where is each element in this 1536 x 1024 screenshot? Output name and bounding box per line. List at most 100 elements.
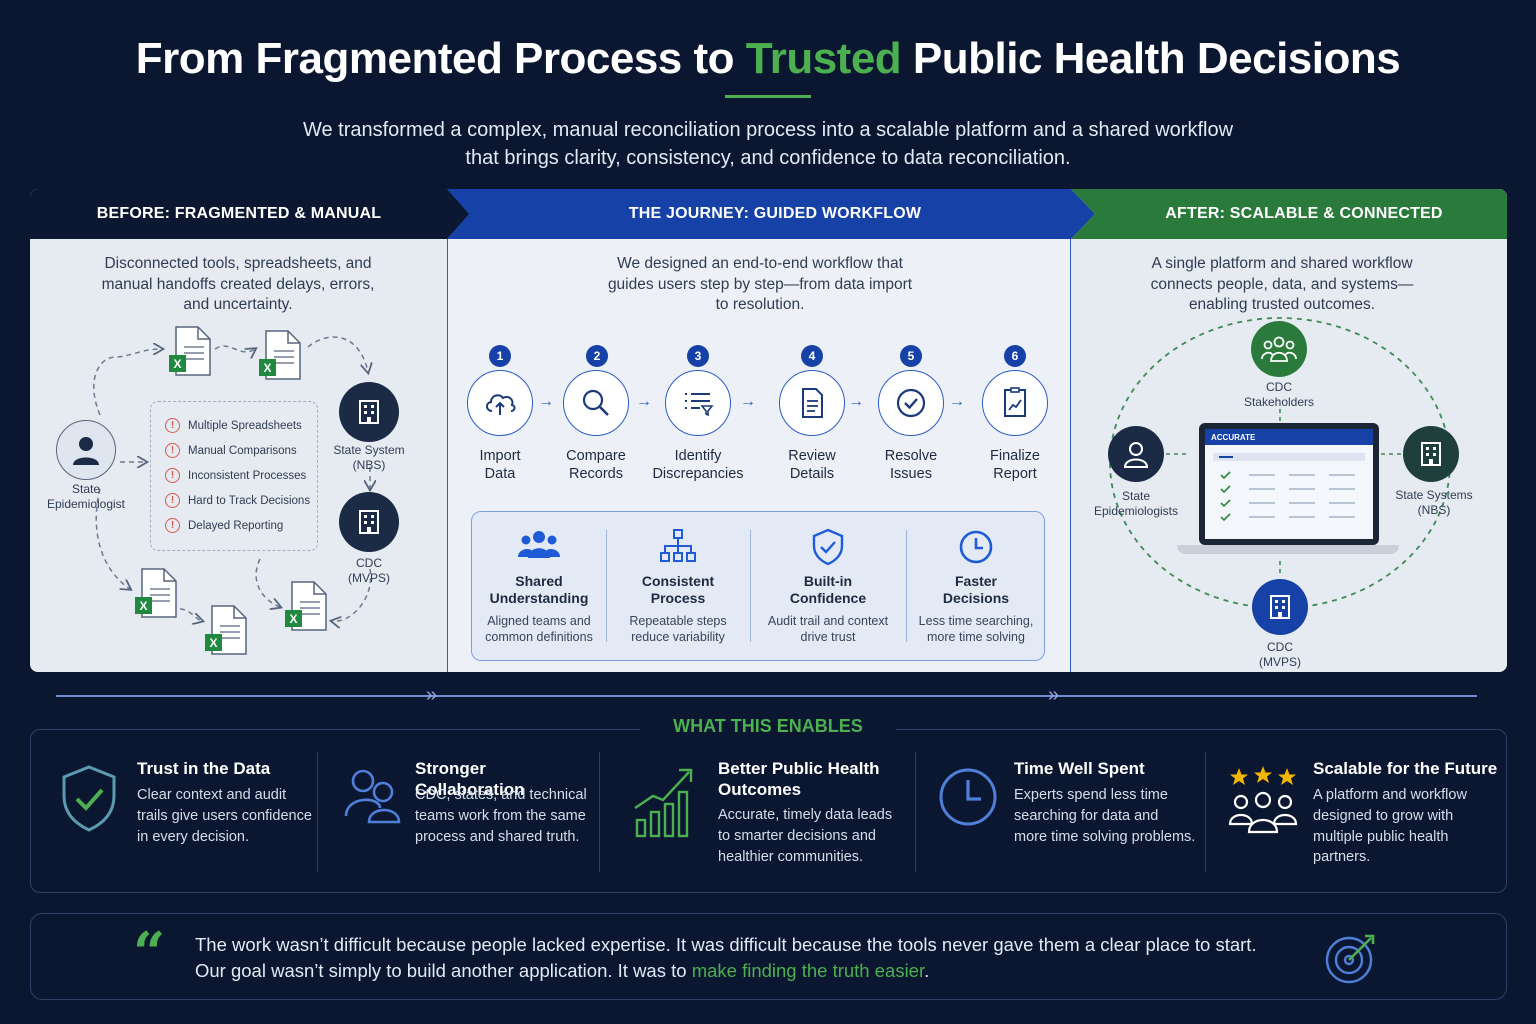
magnifier-icon [582, 389, 609, 416]
clock-icon [959, 530, 993, 564]
filter-list-icon [685, 393, 714, 417]
target-icon [1325, 934, 1375, 984]
flow-divider-line [56, 695, 1477, 697]
step-finalize-report[interactable] [982, 370, 1048, 436]
enable-scalable-future: Scalable for the Future A platform and w… [1205, 730, 1507, 894]
state-systems-node [1403, 426, 1459, 482]
enables-heading: WHAT THIS ENABLES [640, 716, 896, 737]
cloud-upload-icon [486, 394, 516, 415]
person-icon [1123, 442, 1149, 468]
app-titlebar: ACCURATE [1205, 429, 1373, 445]
double-chevron-icon: » [426, 684, 437, 706]
accurate-app-laptop: ACCURATE [1177, 423, 1415, 558]
svg-text:X: X [173, 357, 181, 371]
page-title: From Fragmented Process to Trusted Publi… [135, 34, 1401, 83]
issues-box: !Multiple Spreadsheets !Manual Compariso… [150, 401, 318, 551]
enable-trust-in-data: Trust in the Data Clear context and audi… [31, 730, 317, 894]
divider [606, 530, 607, 642]
arrow-right-icon: → [740, 393, 756, 410]
step-number: 1 [489, 345, 511, 367]
building-icon [359, 400, 379, 424]
spreadsheet-doc-icon: X [169, 326, 211, 376]
journey-column: We designed an end-to-end workflow that … [447, 189, 1071, 672]
building-icon [1270, 595, 1290, 619]
state-system-node [339, 382, 399, 442]
step-resolve-issues[interactable] [878, 370, 944, 436]
process-panel: Disconnected tools, spreadsheets, and ma… [30, 189, 1507, 672]
after-description: A single platform and shared workflow co… [1150, 255, 1414, 313]
before-flow-paths [93, 336, 447, 672]
divider [906, 530, 907, 642]
before-column: Disconnected tools, spreadsheets, and ma… [30, 189, 447, 672]
divider [599, 752, 600, 872]
cdc-mvps-node [1252, 579, 1308, 635]
growth-chart-icon [634, 768, 693, 838]
state-systems-label: State Systems(NBS) [1395, 488, 1473, 517]
step-import-data[interactable] [467, 370, 533, 436]
cdc-label: CDC(MVPS) [348, 556, 390, 585]
spreadsheet-doc-icon: X [259, 330, 301, 380]
spreadsheet-doc-icon: X [205, 605, 247, 655]
svg-text:X: X [139, 599, 147, 613]
arrow-right-icon: → [848, 393, 864, 410]
person-icon [73, 437, 99, 465]
step-identify-discrepancies[interactable] [665, 370, 731, 436]
hierarchy-icon [660, 529, 696, 562]
warning-icon: ! [165, 493, 180, 508]
warning-icon: ! [165, 418, 180, 433]
page-subtitle: We transformed a complex, manual reconci… [302, 119, 1234, 169]
cdc-node [339, 492, 399, 552]
warning-icon: ! [165, 518, 180, 533]
cdc-mvps-label: CDC(MVPS) [1259, 640, 1301, 669]
shield-check-icon [62, 765, 116, 832]
warning-icon: ! [165, 443, 180, 458]
enables-section: Trust in the Data Clear context and audi… [30, 729, 1507, 893]
issue-item: !Manual Comparisons [165, 443, 297, 458]
report-chart-icon [1004, 387, 1026, 417]
state-system-label: State System(NBS) [333, 443, 405, 472]
issue-item: !Delayed Reporting [165, 518, 283, 533]
step-review-details[interactable] [779, 370, 845, 436]
step-number: 3 [687, 345, 709, 367]
cdc-stakeholders-node [1251, 321, 1307, 377]
clock-icon [939, 768, 997, 826]
spreadsheet-doc-icon: X [285, 581, 327, 631]
journey-heading: THE JOURNEY: GUIDED WORKFLOW [447, 189, 1095, 239]
before-heading: BEFORE: FRAGMENTED & MANUAL [30, 189, 470, 239]
warning-icon: ! [165, 468, 180, 483]
step-number: 4 [801, 345, 823, 367]
shield-check-icon [812, 528, 844, 566]
quote-box: “ The work wasn’t difficult because peop… [30, 913, 1507, 1000]
building-icon [359, 510, 379, 534]
step-compare-records[interactable] [563, 370, 629, 436]
issue-item: !Inconsistent Processes [165, 468, 306, 483]
arrow-right-icon: → [949, 393, 965, 410]
after-heading: AFTER: SCALABLE & CONNECTED [1071, 189, 1507, 239]
svg-text:X: X [209, 636, 217, 650]
issue-item: !Multiple Spreadsheets [165, 418, 302, 433]
quote-mark-icon: “ [133, 920, 166, 986]
issue-item: !Hard to Track Decisions [165, 493, 310, 508]
double-chevron-icon: » [1048, 684, 1059, 706]
document-icon [802, 388, 823, 418]
state-epidemiologists-node [1108, 426, 1164, 482]
quote-text: The work wasn’t difficult because people… [195, 934, 1257, 981]
step-number: 2 [586, 345, 608, 367]
title-underline [725, 95, 811, 98]
collaboration-icon [344, 769, 401, 824]
group-icon [1261, 336, 1297, 362]
